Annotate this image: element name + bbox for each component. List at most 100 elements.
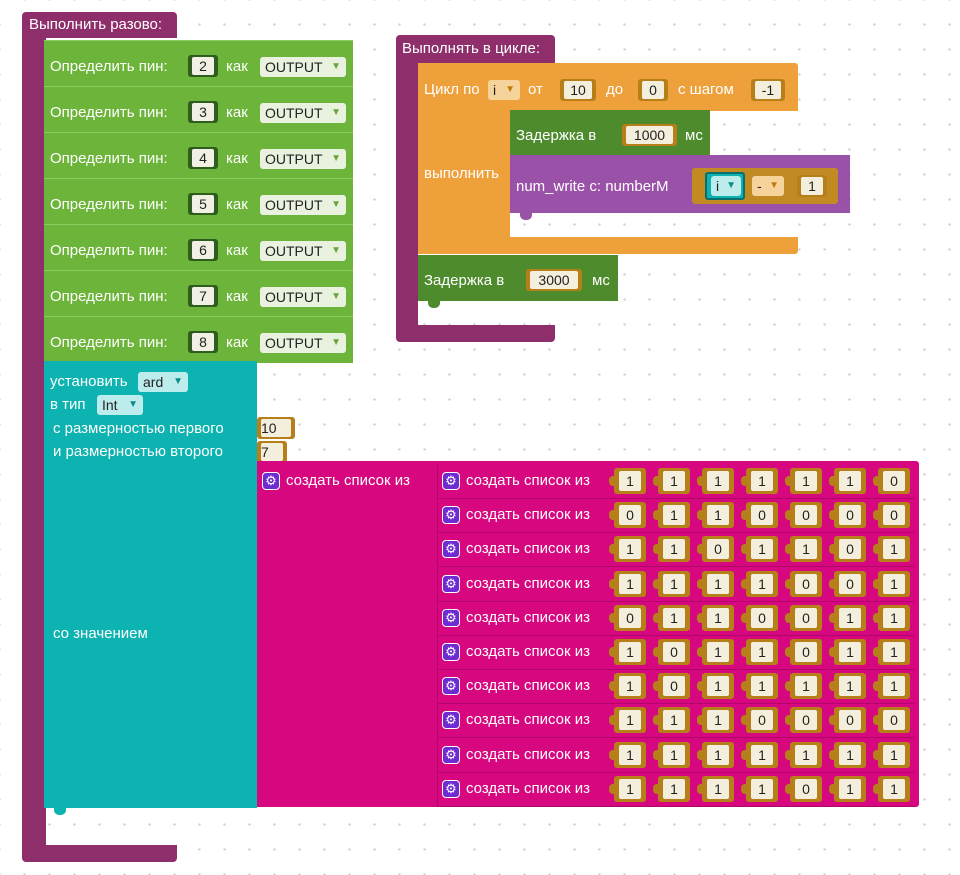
- list-value-cell[interactable]: 1: [609, 673, 646, 699]
- pin-mode-dropdown[interactable]: OUTPUT▼: [260, 149, 346, 169]
- gear-icon[interactable]: ⚙: [442, 677, 460, 695]
- list-value-cell[interactable]: 1: [741, 673, 778, 699]
- list-value-cell[interactable]: 0: [873, 502, 910, 528]
- gear-icon[interactable]: ⚙: [442, 746, 460, 764]
- list-value-cell[interactable]: 1: [697, 673, 734, 699]
- list-value-cell[interactable]: 1: [697, 502, 734, 528]
- gear-icon[interactable]: ⚙: [442, 540, 460, 558]
- list-value-cell[interactable]: 1: [609, 776, 646, 802]
- gear-icon[interactable]: ⚙: [442, 472, 460, 490]
- list-value-cell[interactable]: 1: [741, 468, 778, 494]
- gear-icon[interactable]: ⚙: [442, 609, 460, 627]
- list-value-cell[interactable]: 1: [741, 742, 778, 768]
- list-value-cell[interactable]: 1: [609, 742, 646, 768]
- list-value-cell[interactable]: 1: [653, 707, 690, 733]
- list-value-cell[interactable]: 1: [741, 536, 778, 562]
- inner-delay-input[interactable]: 1000: [622, 124, 677, 146]
- pin-mode-dropdown[interactable]: OUTPUT▼: [260, 57, 346, 77]
- list-value-cell[interactable]: 0: [829, 502, 866, 528]
- list-value-cell[interactable]: 1: [697, 776, 734, 802]
- gear-icon[interactable]: ⚙: [262, 472, 280, 490]
- list-value-cell[interactable]: 0: [785, 605, 822, 631]
- list-value-cell[interactable]: 0: [785, 707, 822, 733]
- list-value-cell[interactable]: 1: [873, 605, 910, 631]
- pin-mode-dropdown[interactable]: OUTPUT▼: [260, 195, 346, 215]
- list-value-cell[interactable]: 1: [785, 742, 822, 768]
- pin-number-input[interactable]: 5: [188, 193, 218, 215]
- list-value-cell[interactable]: 1: [829, 639, 866, 665]
- list-value-cell[interactable]: 0: [873, 468, 910, 494]
- list-value-cell[interactable]: 1: [697, 639, 734, 665]
- list-value-cell[interactable]: 0: [785, 571, 822, 597]
- list-value-cell[interactable]: 1: [609, 468, 646, 494]
- list-value-cell[interactable]: 1: [873, 776, 910, 802]
- pin-mode-dropdown[interactable]: OUTPUT▼: [260, 287, 346, 307]
- pin-number-input[interactable]: 3: [188, 101, 218, 123]
- array-dim2-input[interactable]: 7: [257, 441, 287, 463]
- list-value-cell[interactable]: 0: [653, 673, 690, 699]
- outer-delay-block[interactable]: [418, 255, 618, 301]
- for-step-input[interactable]: -1: [751, 79, 785, 101]
- list-value-cell[interactable]: 1: [829, 742, 866, 768]
- setup-block[interactable]: [22, 12, 177, 38]
- list-value-cell[interactable]: 1: [653, 776, 690, 802]
- pin-number-input[interactable]: 8: [188, 331, 218, 353]
- list-value-cell[interactable]: 1: [829, 605, 866, 631]
- list-value-cell[interactable]: 0: [785, 502, 822, 528]
- list-value-cell[interactable]: 1: [653, 742, 690, 768]
- pin-number-input[interactable]: 6: [188, 239, 218, 261]
- list-value-cell[interactable]: 1: [609, 571, 646, 597]
- list-value-cell[interactable]: 1: [609, 536, 646, 562]
- list-value-cell[interactable]: 1: [873, 571, 910, 597]
- array-type-dropdown[interactable]: Int▼: [97, 395, 143, 415]
- list-value-cell[interactable]: 1: [697, 707, 734, 733]
- list-value-cell[interactable]: 1: [653, 605, 690, 631]
- num-write-var-dropdown[interactable]: i▼: [711, 176, 741, 196]
- outer-delay-input[interactable]: 3000: [526, 269, 582, 291]
- list-value-cell[interactable]: 1: [697, 742, 734, 768]
- gear-icon[interactable]: ⚙: [442, 643, 460, 661]
- list-value-cell[interactable]: 1: [741, 571, 778, 597]
- list-value-cell[interactable]: 1: [829, 673, 866, 699]
- for-from-input[interactable]: 10: [560, 79, 596, 101]
- for-var-dropdown[interactable]: i▼: [488, 80, 520, 100]
- for-loop-block[interactable]: [418, 63, 798, 111]
- list-value-cell[interactable]: 0: [741, 605, 778, 631]
- loop-block[interactable]: [396, 35, 555, 63]
- array-dim1-input[interactable]: 10: [257, 417, 295, 439]
- list-value-cell[interactable]: 1: [873, 639, 910, 665]
- list-value-cell[interactable]: 1: [785, 673, 822, 699]
- pin-number-input[interactable]: 4: [188, 147, 218, 169]
- list-value-cell[interactable]: 1: [741, 639, 778, 665]
- num-write-operand-input[interactable]: 1: [797, 175, 827, 197]
- pin-number-input[interactable]: 7: [188, 285, 218, 307]
- list-value-cell[interactable]: 1: [609, 639, 646, 665]
- list-value-cell[interactable]: 1: [829, 468, 866, 494]
- pin-mode-dropdown[interactable]: OUTPUT▼: [260, 333, 346, 353]
- list-value-cell[interactable]: 0: [653, 639, 690, 665]
- list-value-cell[interactable]: 1: [697, 468, 734, 494]
- list-value-cell[interactable]: 0: [741, 707, 778, 733]
- array-var-dropdown[interactable]: ard▼: [138, 372, 188, 392]
- list-value-cell[interactable]: 0: [873, 707, 910, 733]
- list-value-cell[interactable]: 1: [697, 605, 734, 631]
- list-value-cell[interactable]: 0: [829, 707, 866, 733]
- list-value-cell[interactable]: 0: [697, 536, 734, 562]
- list-value-cell[interactable]: 0: [741, 502, 778, 528]
- array-block[interactable]: [44, 361, 257, 808]
- list-value-cell[interactable]: 0: [785, 776, 822, 802]
- list-value-cell[interactable]: 1: [873, 673, 910, 699]
- list-value-cell[interactable]: 1: [829, 776, 866, 802]
- list-value-cell[interactable]: 0: [829, 536, 866, 562]
- list-value-cell[interactable]: 1: [653, 502, 690, 528]
- list-value-cell[interactable]: 1: [785, 468, 822, 494]
- for-to-input[interactable]: 0: [638, 79, 668, 101]
- gear-icon[interactable]: ⚙: [442, 575, 460, 593]
- list-value-cell[interactable]: 1: [785, 536, 822, 562]
- list-value-cell[interactable]: 1: [741, 776, 778, 802]
- list-value-cell[interactable]: 1: [609, 707, 646, 733]
- list-value-cell[interactable]: 0: [609, 605, 646, 631]
- list-value-cell[interactable]: 0: [785, 639, 822, 665]
- pin-mode-dropdown[interactable]: OUTPUT▼: [260, 241, 346, 261]
- list-value-cell[interactable]: 1: [873, 536, 910, 562]
